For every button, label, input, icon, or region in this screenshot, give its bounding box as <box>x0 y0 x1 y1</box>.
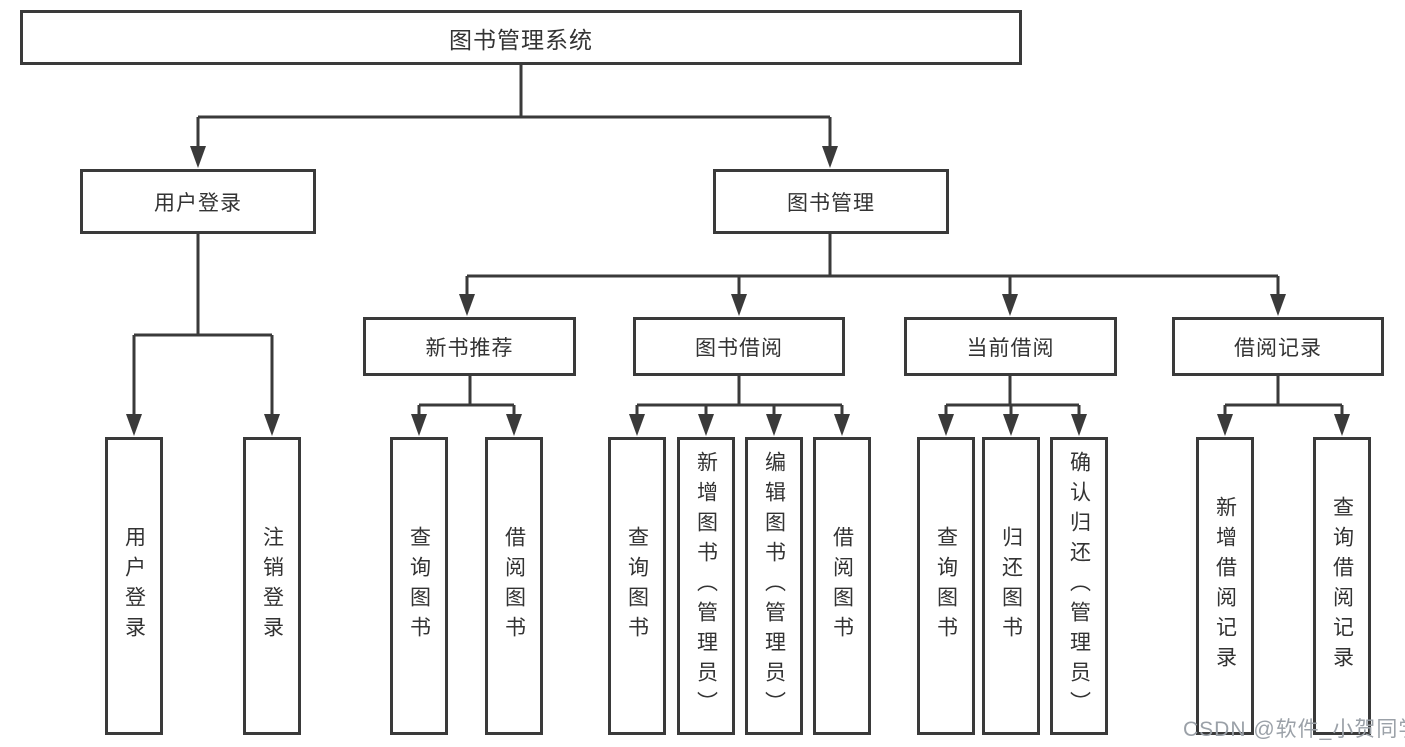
connector-new-book-recommend <box>417 376 516 418</box>
leaf-borrow-books-recommend-label: 借阅图书 <box>502 526 526 646</box>
leaf-edit-books-admin: 编辑图书（管理员） <box>745 437 803 735</box>
arrow-down-icon <box>190 146 206 168</box>
arrow-down-icon <box>1217 414 1233 436</box>
leaf-user-login: 用户登录 <box>105 437 163 735</box>
arrow-down-icon <box>1270 294 1286 316</box>
leaf-logout-login: 注销登录 <box>243 437 301 735</box>
leaf-query-books-recommend: 查询图书 <box>390 437 448 735</box>
node-user-login: 用户登录 <box>80 169 316 234</box>
arrow-down-icon <box>459 294 475 316</box>
leaf-edit-books-admin-label: 编辑图书（管理员） <box>762 451 786 721</box>
leaf-query-books-current: 查询图书 <box>917 437 975 735</box>
connector-paths <box>132 65 1344 418</box>
arrowheads <box>126 146 1350 436</box>
leaf-borrow-books-label: 借阅图书 <box>830 526 854 646</box>
arrow-down-icon <box>731 294 747 316</box>
arrow-down-icon <box>938 414 954 436</box>
arrow-down-icon <box>834 414 850 436</box>
arrow-down-icon <box>264 414 280 436</box>
connector-book-borrow <box>635 376 844 418</box>
leaf-query-books-current-label: 查询图书 <box>934 526 958 646</box>
node-library-system: 图书管理系统 <box>20 10 1022 65</box>
arrow-down-icon <box>1334 414 1350 436</box>
node-new-book-recommend: 新书推荐 <box>363 317 576 376</box>
arrow-down-icon <box>629 414 645 436</box>
arrow-down-icon <box>126 414 142 436</box>
leaf-query-books-recommend-label: 查询图书 <box>407 526 431 646</box>
arrow-down-icon <box>411 414 427 436</box>
arrow-down-icon <box>822 146 838 168</box>
arrow-down-icon <box>1002 294 1018 316</box>
leaf-logout-login-label: 注销登录 <box>260 526 284 646</box>
connector-user-login <box>132 234 274 418</box>
leaf-query-books-borrow: 查询图书 <box>608 437 666 735</box>
leaf-borrow-books: 借阅图书 <box>813 437 871 735</box>
leaf-query-books-borrow-label: 查询图书 <box>625 526 649 646</box>
arrow-down-icon <box>698 414 714 436</box>
leaf-user-login-label: 用户登录 <box>122 526 146 646</box>
leaf-return-books-label: 归还图书 <box>999 526 1023 646</box>
arrow-down-icon <box>1003 414 1019 436</box>
arrow-down-icon <box>506 414 522 436</box>
connector-borrow-records <box>1223 376 1344 418</box>
leaf-confirm-return-admin: 确认归还（管理员） <box>1050 437 1108 735</box>
leaf-add-borrow-record-label: 新增借阅记录 <box>1213 496 1237 676</box>
node-book-management: 图书管理 <box>713 169 949 234</box>
csdn-watermark: CSDN @软件_小贺同学 <box>1183 718 1405 741</box>
leaf-add-borrow-record: 新增借阅记录 <box>1196 437 1254 735</box>
node-current-borrow: 当前借阅 <box>904 317 1117 376</box>
leaf-query-borrow-record: 查询借阅记录 <box>1313 437 1371 735</box>
connector-book-management <box>465 234 1280 298</box>
connector-current-borrow <box>944 376 1081 418</box>
leaf-add-books-admin: 新增图书（管理员） <box>677 437 735 735</box>
arrow-down-icon <box>766 414 782 436</box>
arrow-down-icon <box>1071 414 1087 436</box>
leaf-query-borrow-record-label: 查询借阅记录 <box>1330 496 1354 676</box>
connector-root <box>196 65 832 150</box>
leaf-confirm-return-admin-label: 确认归还（管理员） <box>1067 451 1091 721</box>
leaf-borrow-books-recommend: 借阅图书 <box>485 437 543 735</box>
leaf-add-books-admin-label: 新增图书（管理员） <box>694 451 718 721</box>
leaf-return-books: 归还图书 <box>982 437 1040 735</box>
node-book-borrow: 图书借阅 <box>633 317 845 376</box>
node-borrow-records: 借阅记录 <box>1172 317 1384 376</box>
